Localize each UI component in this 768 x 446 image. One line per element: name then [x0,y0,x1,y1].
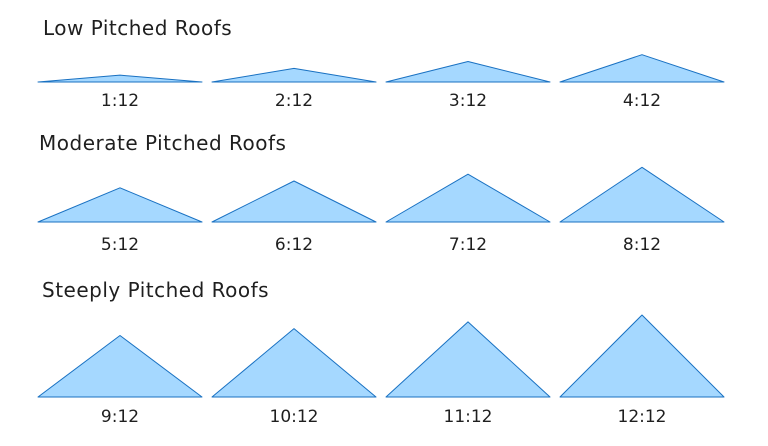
roof-triangle-12-12 [559,314,725,398]
pitch-label-6-12: 6:12 [275,235,313,255]
pitch-label-10-12: 10:12 [270,407,319,427]
pitch-label-12-12: 12:12 [618,407,667,427]
section-title-moderate-pitched: Moderate Pitched Roofs [39,131,287,155]
pitch-label-5-12: 5:12 [101,235,139,255]
pitch-label-7-12: 7:12 [449,235,487,255]
roof-triangle-2-12 [211,67,377,83]
roof-triangle-11-12 [385,321,551,398]
pitch-label-11-12: 11:12 [444,407,493,427]
roof-triangle-6-12 [211,180,377,223]
roof-triangle-1-12 [37,74,203,83]
roof-triangle-9-12 [37,335,203,398]
section-title-steeply-pitched: Steeply Pitched Roofs [42,278,270,302]
pitch-label-4-12: 4:12 [623,91,661,111]
section-title-low-pitched: Low Pitched Roofs [43,16,233,40]
pitch-label-2-12: 2:12 [275,91,313,111]
roof-triangle-3-12 [385,61,551,83]
roof-triangle-7-12 [385,173,551,223]
roof-triangle-5-12 [37,187,203,223]
pitch-label-8-12: 8:12 [623,235,661,255]
pitch-label-1-12: 1:12 [101,91,139,111]
pitch-label-3-12: 3:12 [449,91,487,111]
roof-triangle-8-12 [559,166,725,223]
roof-triangle-10-12 [211,328,377,398]
roof-triangle-4-12 [559,54,725,83]
pitch-label-9-12: 9:12 [101,407,139,427]
